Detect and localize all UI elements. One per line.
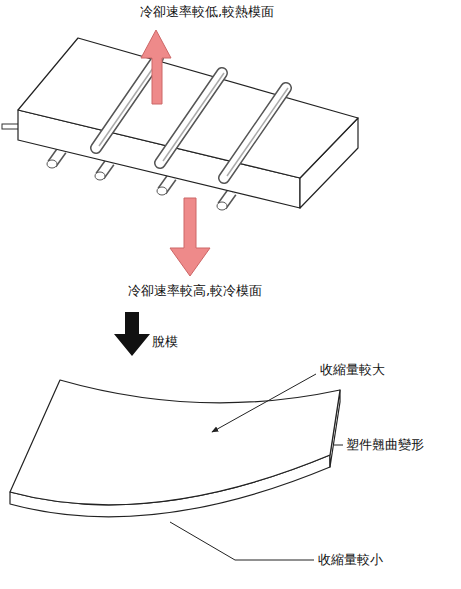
warped-part (10, 380, 340, 517)
heat-arrow-up (141, 30, 171, 104)
cold-side-note: 冷卻速率較高,較冷模面 (128, 283, 262, 299)
leader-line (170, 522, 314, 560)
upper-cooling-pipes (96, 58, 288, 178)
heat-side-note: 冷卻速率較低,較熱模面 (140, 4, 274, 20)
leader-line (334, 445, 343, 446)
warpage-label: 塑件翹曲變形 (346, 437, 424, 453)
mold-plate (18, 38, 358, 208)
shrinkage-label: 收縮量較小 (318, 552, 383, 568)
demold-arrow (114, 312, 150, 356)
shrinkage-label: 收縮量較大 (320, 362, 385, 378)
process-label: 脫模 (152, 334, 178, 350)
heat-arrow-down (170, 198, 210, 276)
leader-line (212, 374, 316, 432)
